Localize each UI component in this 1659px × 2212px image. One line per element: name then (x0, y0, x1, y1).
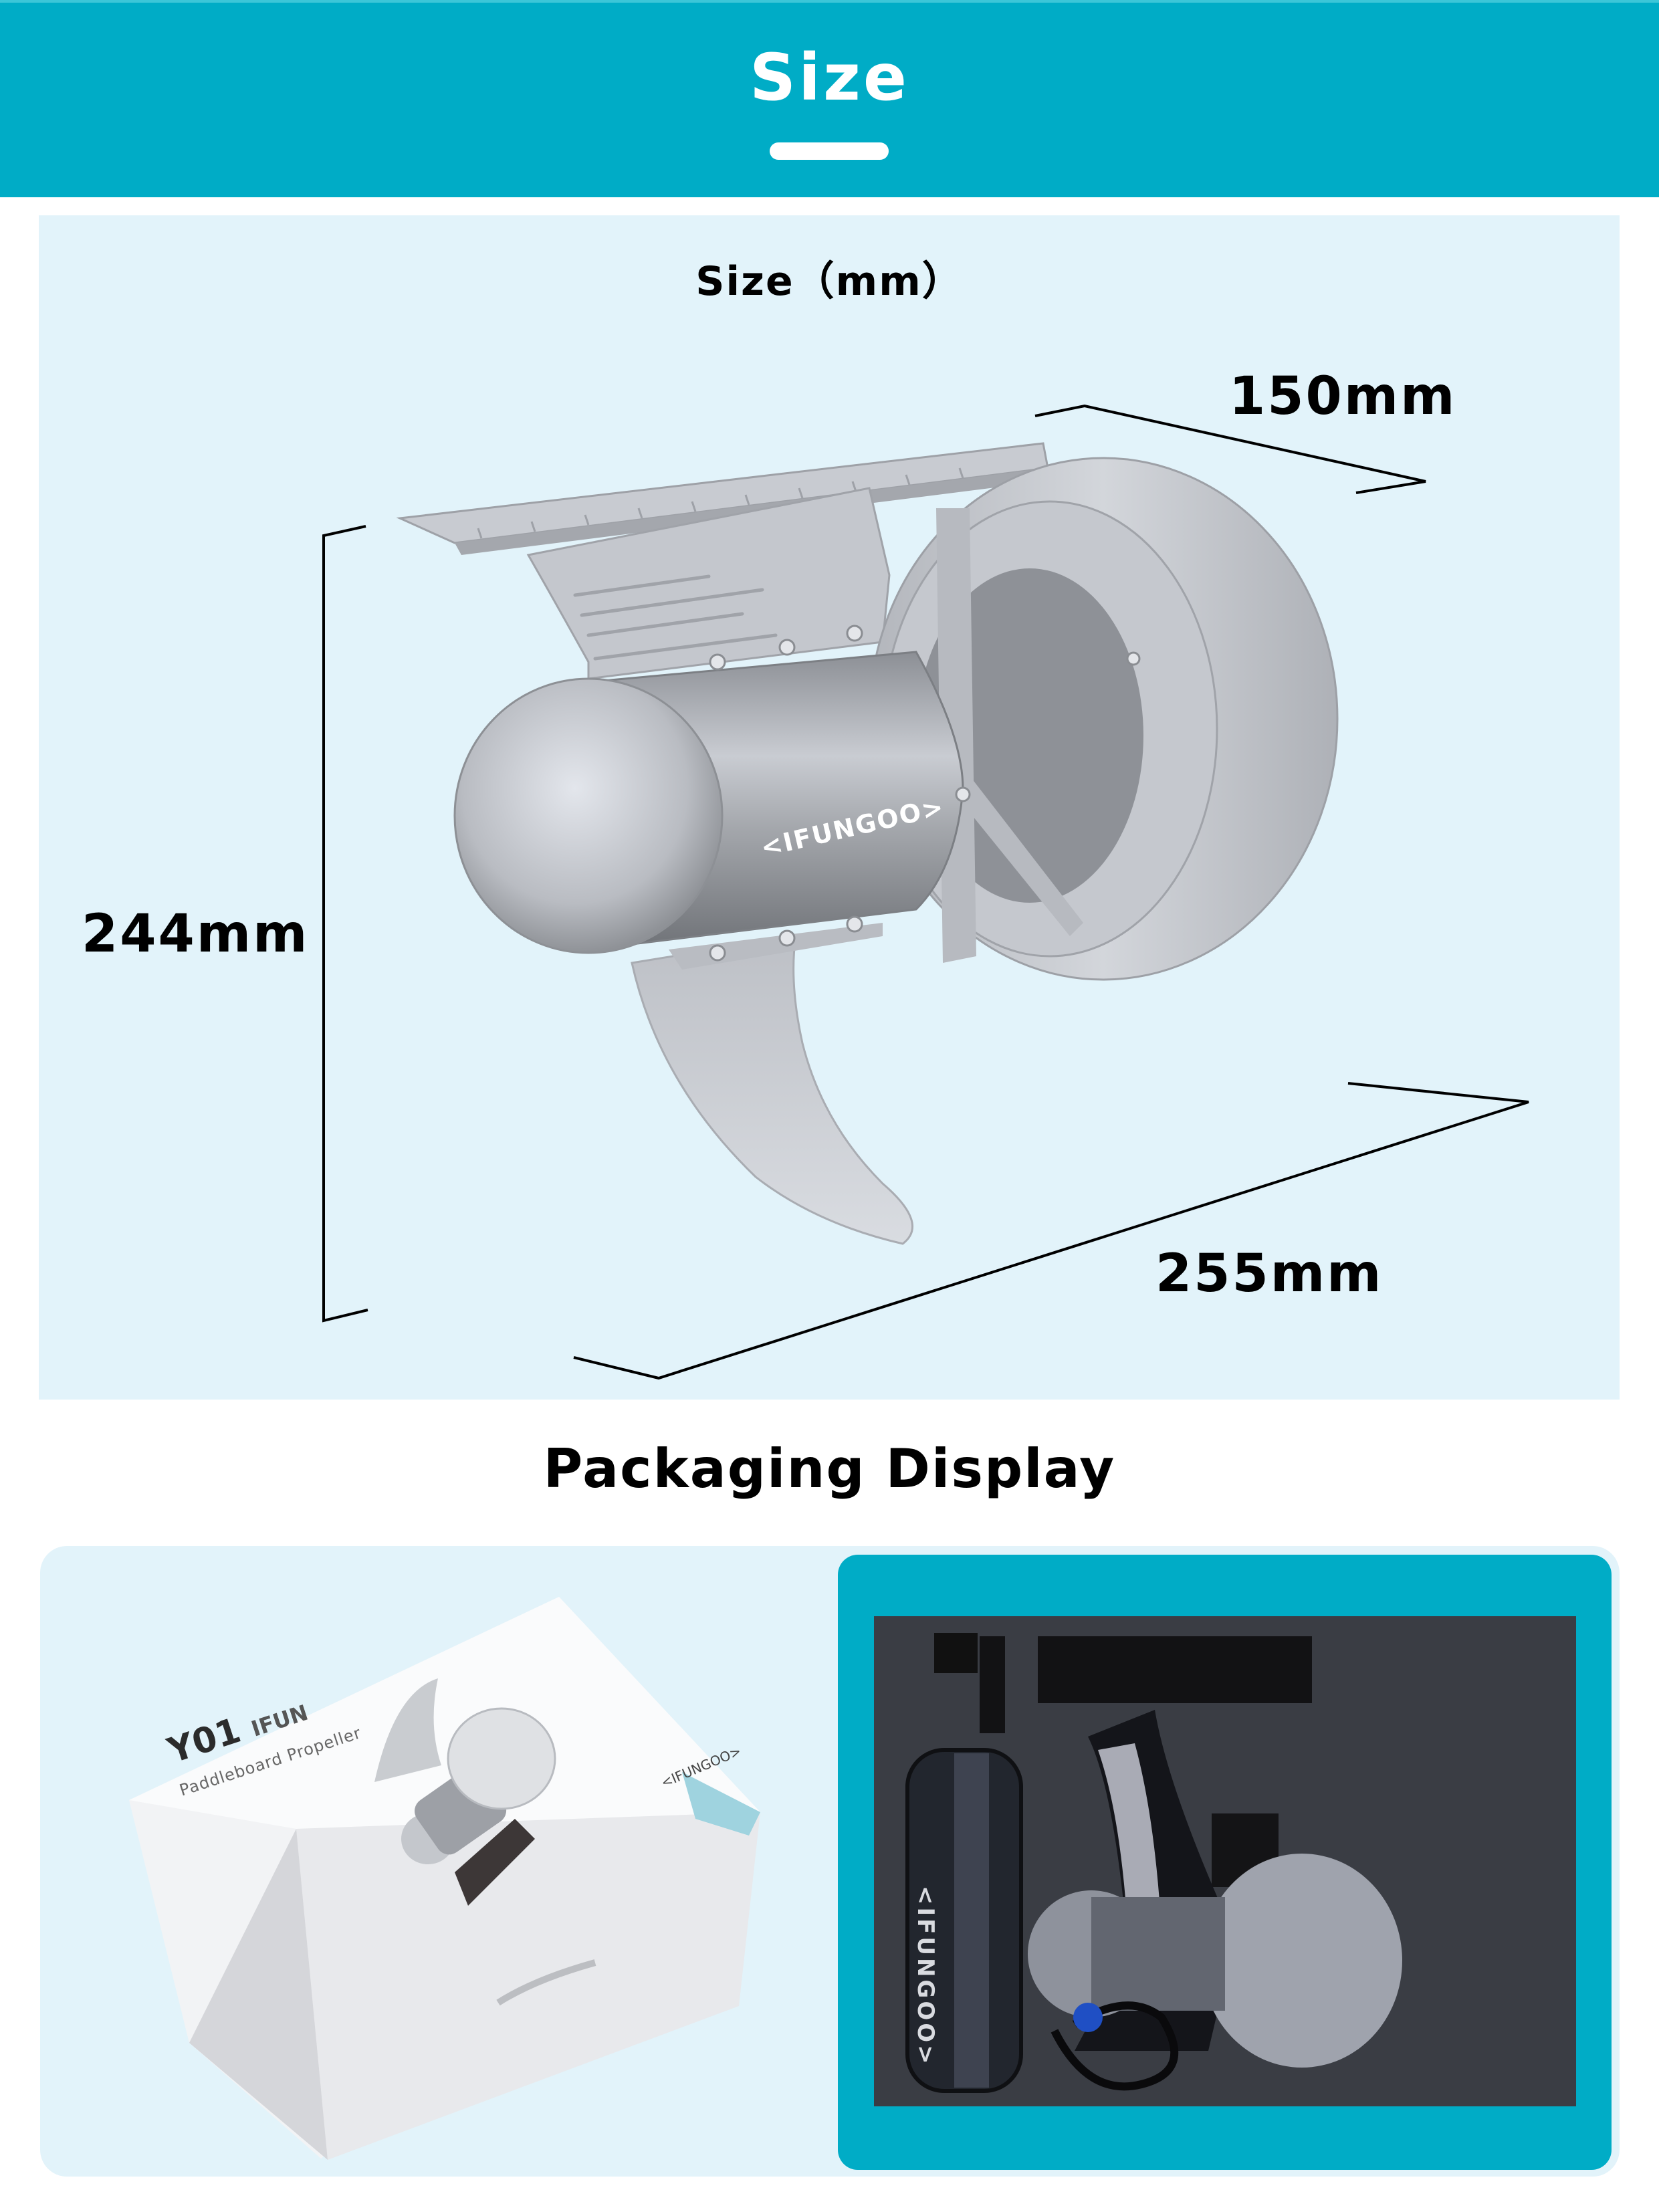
section-title: Size (749, 40, 910, 115)
size-unit-label: Size（mm） (695, 258, 964, 305)
dimension-height-label: 244mm (82, 904, 310, 964)
section-header (0, 0, 1659, 197)
dimension-depth-label: 150mm (1229, 366, 1457, 427)
dimension-length-label: 255mm (1155, 1244, 1384, 1304)
case-bag-logo: <IFUNGOO> (912, 1886, 939, 2067)
title-underline (770, 142, 889, 160)
case-contents (874, 1616, 1576, 2106)
packaging-title: Packaging Display (543, 1438, 1116, 1500)
carry-case-image (874, 1616, 1576, 2106)
